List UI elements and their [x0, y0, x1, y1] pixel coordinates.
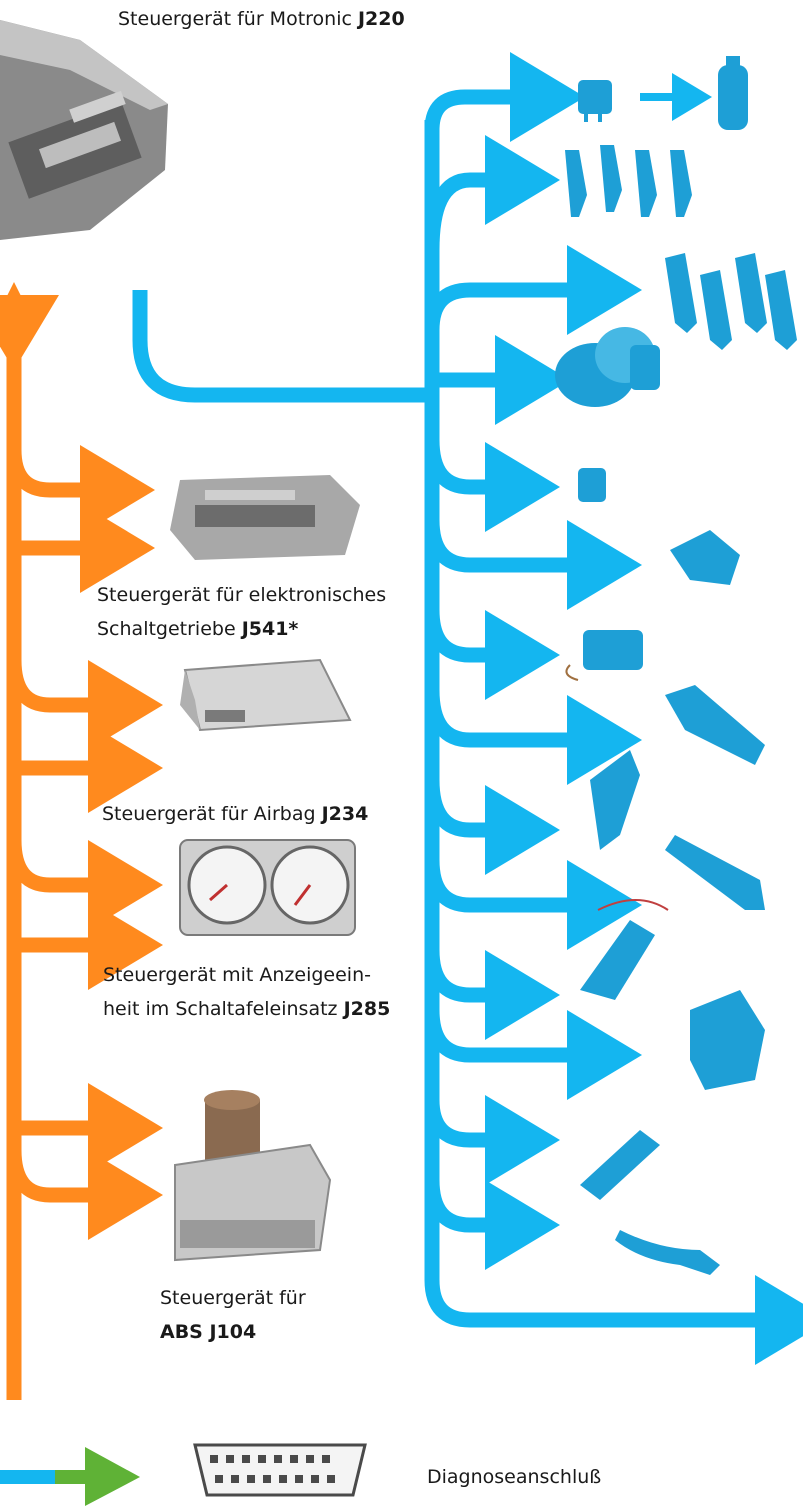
sensor-icon-3	[580, 899, 669, 1000]
gearbox-code: J541*	[241, 618, 299, 640]
sensor-icon-1	[590, 750, 640, 850]
knock-sensor-icon	[580, 1130, 660, 1200]
gearbox-label: Steuergerät für elektronisches Schaltget…	[97, 578, 386, 646]
lambda-probe-icon	[615, 1230, 720, 1275]
gearbox-label-line1: Steuergerät für elektronisches	[97, 584, 387, 606]
abs-code: ABS J104	[160, 1321, 257, 1343]
motronic-bus	[132, 52, 803, 1365]
diagnosis-label: Diagnoseanschluß	[427, 1466, 602, 1488]
instrument-code: J285	[343, 998, 391, 1020]
airbag-control-unit-image	[180, 658, 352, 732]
airbag-code: J234	[321, 803, 369, 825]
diagnosis-connector-image	[193, 1443, 367, 1497]
sensor-icon-2	[665, 835, 765, 910]
fuel-pump-icon	[718, 56, 748, 130]
gearbox-label-line2: Schaltgetriebe	[97, 618, 242, 640]
actuator-icon	[690, 990, 765, 1090]
airbag-label-text: Steuergerät für Airbag	[102, 803, 322, 825]
valve-icon-2	[665, 685, 765, 765]
instrument-label-line1: Steuergerät mit Anzeigeein-	[103, 964, 371, 986]
injectors-icon	[565, 145, 692, 217]
instrument-label-line2: heit im Schaltafeleinsatz	[103, 998, 344, 1020]
instrument-label: Steuergerät mit Anzeigeein- heit im Scha…	[103, 958, 390, 1026]
motronic-label-text: Steuergerät für Motronic	[118, 8, 358, 30]
throttle-body-icon	[555, 327, 660, 407]
gearbox-control-unit-image	[170, 475, 360, 560]
can-drive-bus	[0, 295, 163, 1400]
motronic-control-unit-image	[0, 20, 168, 240]
relay-small-icon	[578, 468, 606, 502]
motronic-label: Steuergerät für Motronic J220	[118, 2, 405, 36]
motronic-code: J220	[357, 8, 405, 30]
relay-icon	[578, 80, 612, 122]
abs-label-line1: Steuergerät für	[160, 1287, 306, 1309]
ignition-coils-icon	[665, 253, 797, 350]
airbag-label: Steuergerät für Airbag J234	[102, 797, 368, 831]
diagnosis-arrow	[0, 1447, 140, 1506]
solenoid-valve-icon	[565, 630, 643, 681]
valve-icon-1	[670, 530, 740, 585]
instrument-cluster-image	[179, 839, 356, 936]
can-bus-up-arrow	[0, 282, 28, 310]
abs-label: Steuergerät für ABS J104	[160, 1281, 306, 1349]
abs-control-unit-image	[174, 1090, 332, 1262]
